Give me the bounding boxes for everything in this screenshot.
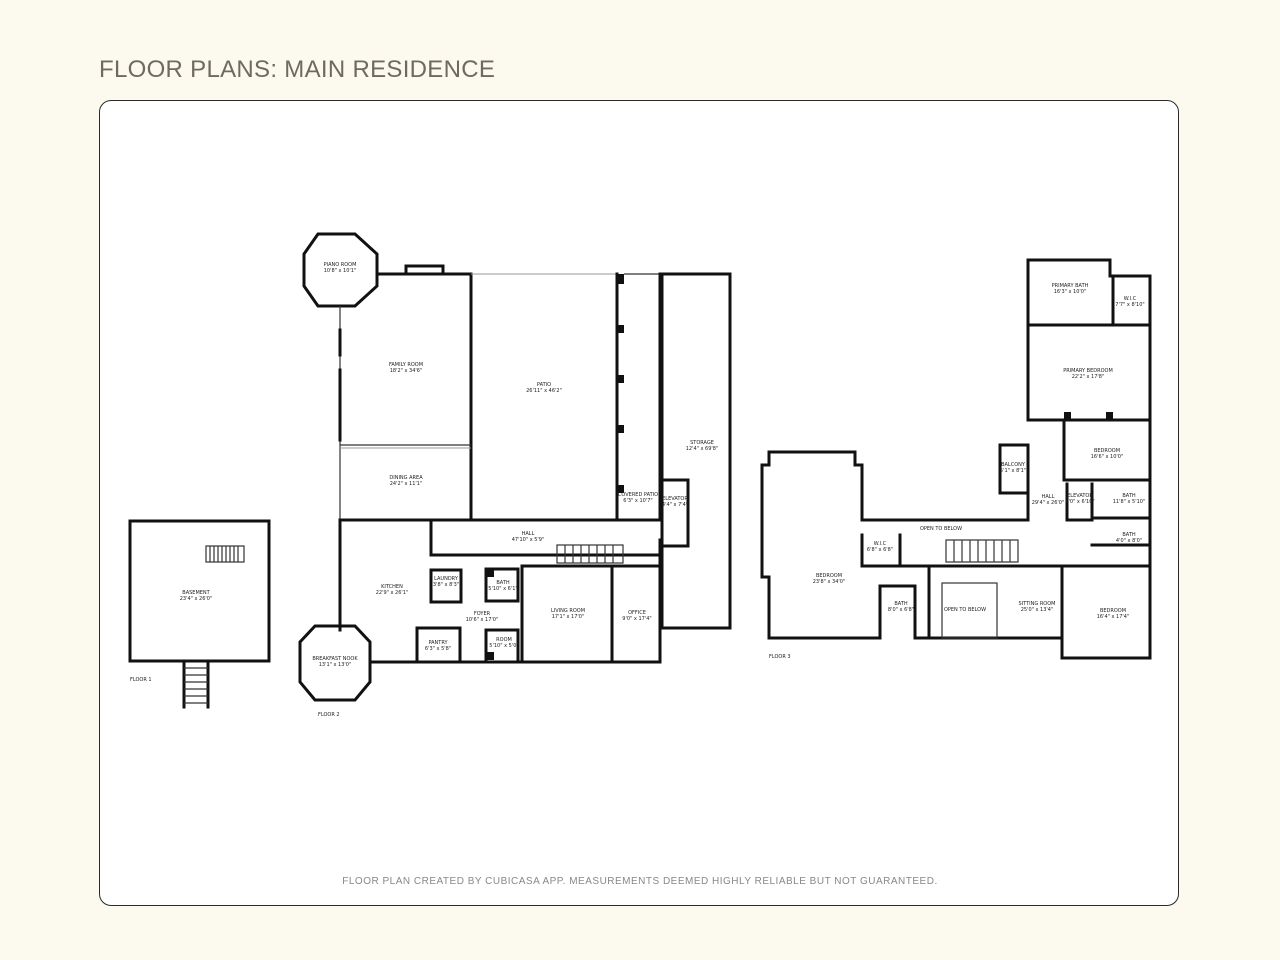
room-size: 16'4" x 17'4" [1097, 614, 1130, 620]
room-label: PIANO ROOM [324, 262, 357, 268]
room-label: ROOM [496, 637, 512, 643]
bedroom-walls [760, 450, 882, 640]
room-label: FOYER [474, 611, 491, 617]
room-label: FAMILY ROOM [389, 362, 423, 368]
piano-room-walls [302, 232, 379, 308]
room-label: OPEN TO BELOW [944, 607, 986, 613]
room-label: ELEVATOR [662, 496, 688, 502]
room-label: SITTING ROOM [1018, 601, 1055, 607]
room-size: 13'1" x 13'0" [319, 662, 352, 668]
elevator-walls [660, 478, 690, 548]
room-size: 47'10" x 5'9" [512, 537, 545, 543]
exterior-stairs [182, 659, 210, 709]
floor-1-plan: BASEMENT 23'4" x 26'0" FLOOR 1 [128, 519, 271, 709]
floor-plan-card [99, 100, 1179, 906]
room-label: STORAGE [690, 440, 714, 446]
room-size: 10'6" x 17'0" [466, 617, 499, 623]
room-walls [484, 628, 520, 664]
room-size: 12'4" x 69'8" [686, 446, 719, 452]
storage-walls [660, 272, 732, 630]
breakfast-nook-walls [298, 624, 372, 702]
room-size: 25'0" x 13'4" [1021, 607, 1054, 613]
room-label: BEDROOM [1094, 448, 1120, 454]
room-size: 8'0" x 6'8" [888, 607, 914, 613]
page-title: FLOOR PLANS: MAIN RESIDENCE [99, 56, 496, 83]
room-size: 4'0" x 8'0" [1116, 538, 1142, 544]
room-size: 5'1" x 8'1" [1000, 468, 1026, 474]
room-label: BATH [1122, 532, 1136, 538]
column [616, 485, 624, 493]
column [616, 375, 624, 383]
floor-3-plan: PRIMARY BATH 16'3" x 10'0" W.I.C 7'7" x … [760, 258, 1152, 660]
column [616, 325, 624, 333]
column [616, 425, 624, 433]
room-label: BATH [496, 580, 510, 586]
room-label: BALCONY [1001, 462, 1026, 468]
room-label: BATH [894, 601, 908, 607]
room-label: HALL [522, 531, 535, 537]
room-size: 6'3" x 10'7" [623, 498, 652, 504]
room-size: 24'2" x 11'1" [390, 481, 423, 487]
room-size: 5'10" x 5'0" [489, 643, 518, 649]
room-label: HALL [1042, 494, 1055, 500]
room-size: 9'0" x 17'4" [622, 616, 651, 622]
open-to-below-void [941, 582, 998, 639]
room-size: 6'8" x 6'8" [867, 547, 893, 553]
room-size: 16'6" x 10'0" [1091, 454, 1124, 460]
room-label: BEDROOM [816, 573, 842, 579]
room-size: 4'4" x 7'4" [662, 502, 688, 508]
room-label: BATH [1122, 493, 1136, 499]
room-size: 23'4" x 26'0" [180, 596, 213, 602]
floor-2-plan: PIANO ROOM 10'8" x 10'1" FAMILY ROOM 18'… [298, 232, 732, 718]
room-label: OPEN TO BELOW [920, 526, 962, 532]
room-label: OFFICE [628, 610, 646, 616]
room-size: 5'10" x 6'1" [488, 586, 517, 592]
floor-label: FLOOR 2 [318, 712, 340, 718]
room-size: 16'3" x 10'0" [1054, 289, 1087, 295]
laundry-walls [429, 568, 463, 604]
room-size: 22'9" x 26'1" [376, 590, 409, 596]
room-size: 22'2" x 17'8" [1072, 374, 1105, 380]
disclaimer: FLOOR PLAN CREATED BY CUBICASA APP. MEAS… [342, 876, 937, 887]
room-label: W.I.C [874, 541, 887, 547]
column [616, 274, 624, 284]
bath-walls [484, 567, 520, 603]
room-size: 17'1" x 17'0" [552, 614, 585, 620]
room-label: BREAKFAST NOOK [312, 656, 358, 662]
room-label: KITCHEN [381, 584, 403, 590]
room-size: 18'2" x 34'6" [390, 368, 423, 374]
room-label: LIVING ROOM [551, 608, 585, 614]
room-label: ELEVATOR [1067, 493, 1093, 499]
basement-stairs [205, 545, 245, 563]
room-size: 26'11" x 46'2" [526, 388, 562, 394]
room-label: PRIMARY BEDROOM [1063, 368, 1113, 374]
room-label: DINING AREA [389, 475, 423, 481]
room-size: 11'8" x 5'10" [1113, 499, 1146, 505]
room-size: 29'4" x 26'0" [1032, 500, 1065, 506]
room-label: PANTRY [428, 640, 448, 646]
room-size: 4'0" x 6'10" [1065, 499, 1094, 505]
room-label: COVERED PATIO [618, 492, 658, 498]
room-label: PRIMARY BATH [1052, 283, 1089, 289]
room-label: PATIO [537, 382, 551, 388]
room-size: 6'3" x 5'8" [425, 646, 451, 652]
room-size: 3'8" x 8'3" [433, 582, 459, 588]
pantry-walls [415, 626, 462, 664]
room-size: 23'8" x 34'0" [813, 579, 846, 585]
open-to-below-stairs [945, 539, 1019, 563]
room-size: 10'8" x 10'1" [324, 268, 357, 274]
floor-label: FLOOR 1 [130, 677, 152, 683]
room-label: W.I.C [1124, 296, 1137, 302]
room-label: BEDROOM [1100, 608, 1126, 614]
room-size: 7'7" x 8'10" [1115, 302, 1144, 308]
room-label: BASEMENT [182, 590, 210, 596]
basement-walls [128, 519, 271, 663]
hall-stairs [556, 544, 624, 564]
room-label: LAUNDRY [434, 576, 459, 582]
floor-label: FLOOR 3 [769, 654, 791, 660]
